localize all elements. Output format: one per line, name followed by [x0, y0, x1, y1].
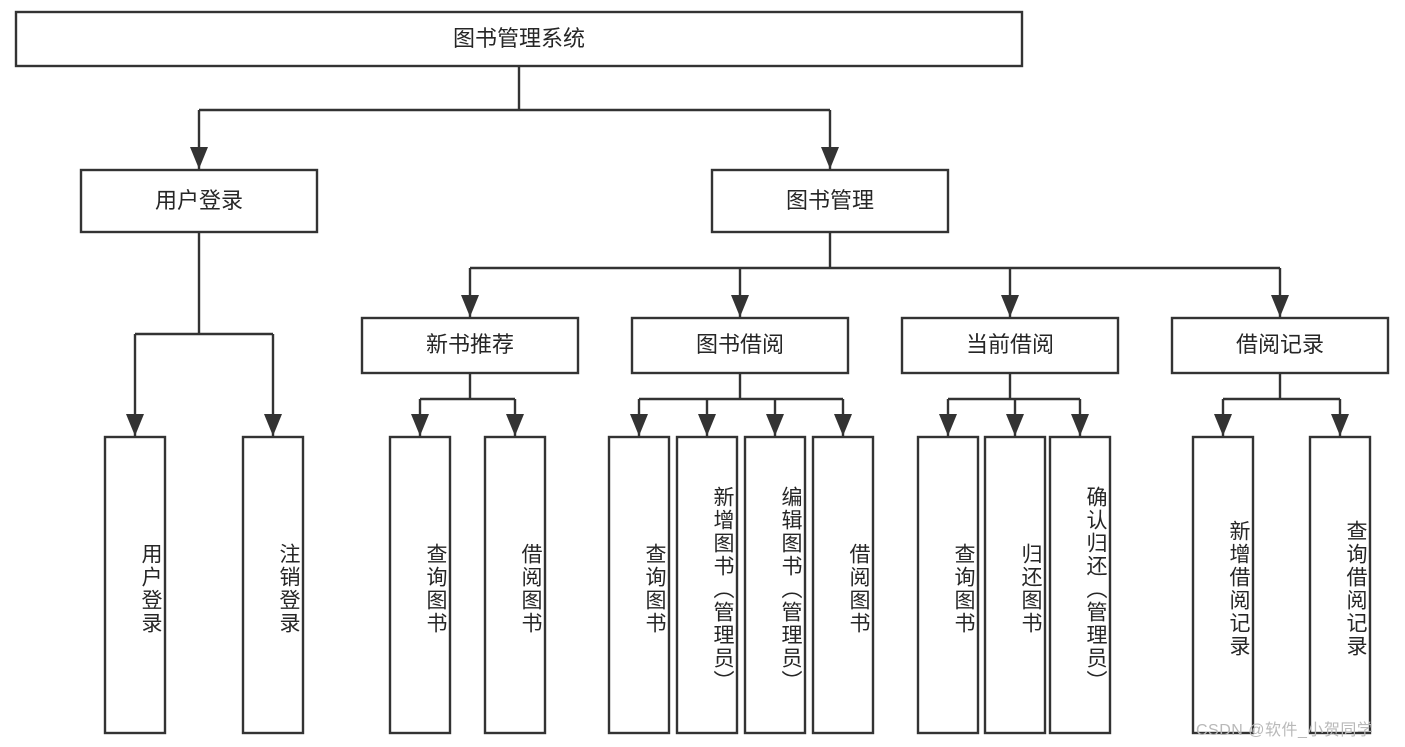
connectors-layer [126, 66, 1349, 436]
node-box-leaf-return-book[interactable] [983, 435, 1047, 735]
node-box-user-login[interactable] [79, 168, 319, 234]
node-box-leaf-confirm-return[interactable] [1048, 435, 1112, 735]
node-box-leaf-borrow-book-a[interactable] [483, 435, 547, 735]
arrow-head [834, 414, 852, 436]
arrow-head [411, 414, 429, 436]
node-box-leaf-borrow-book-b[interactable] [811, 435, 875, 735]
node-box-current-borrow[interactable] [900, 316, 1120, 375]
node-box-book-borrow[interactable] [630, 316, 850, 375]
arrow-head [190, 147, 208, 169]
node-box-leaf-query-book-b[interactable] [607, 435, 671, 735]
arrow-head [506, 414, 524, 436]
arrow-head [766, 414, 784, 436]
node-box-leaf-add-book[interactable] [675, 435, 739, 735]
node-box-leaf-query-book-a[interactable] [388, 435, 452, 735]
node-box-new-book-rec[interactable] [360, 316, 580, 375]
arrow-head [461, 295, 479, 317]
arrow-head [939, 414, 957, 436]
watermark-text: CSDN @软件_小贺同学 [1196, 722, 1374, 739]
node-box-borrow-record[interactable] [1170, 316, 1390, 375]
arrow-head [1271, 295, 1289, 317]
node-box-leaf-edit-book[interactable] [743, 435, 807, 735]
arrow-head [1001, 295, 1019, 317]
arrow-head [1331, 414, 1349, 436]
arrow-head [731, 295, 749, 317]
arrow-head [1214, 414, 1232, 436]
node-box-book-manage[interactable] [710, 168, 950, 234]
node-box-leaf-logout[interactable] [241, 435, 305, 735]
arrow-head [1071, 414, 1089, 436]
arrow-head [821, 147, 839, 169]
arrow-head [1006, 414, 1024, 436]
node-box-leaf-user-login[interactable] [103, 435, 167, 735]
arrow-head [264, 414, 282, 436]
node-box-root[interactable] [14, 10, 1024, 68]
arrow-head [126, 414, 144, 436]
boxes-layer [14, 10, 1390, 735]
arrow-head [630, 414, 648, 436]
node-box-leaf-add-record[interactable] [1191, 435, 1255, 735]
node-box-leaf-query-record[interactable] [1308, 435, 1372, 735]
node-box-leaf-query-book-c[interactable] [916, 435, 980, 735]
arrow-head [698, 414, 716, 436]
